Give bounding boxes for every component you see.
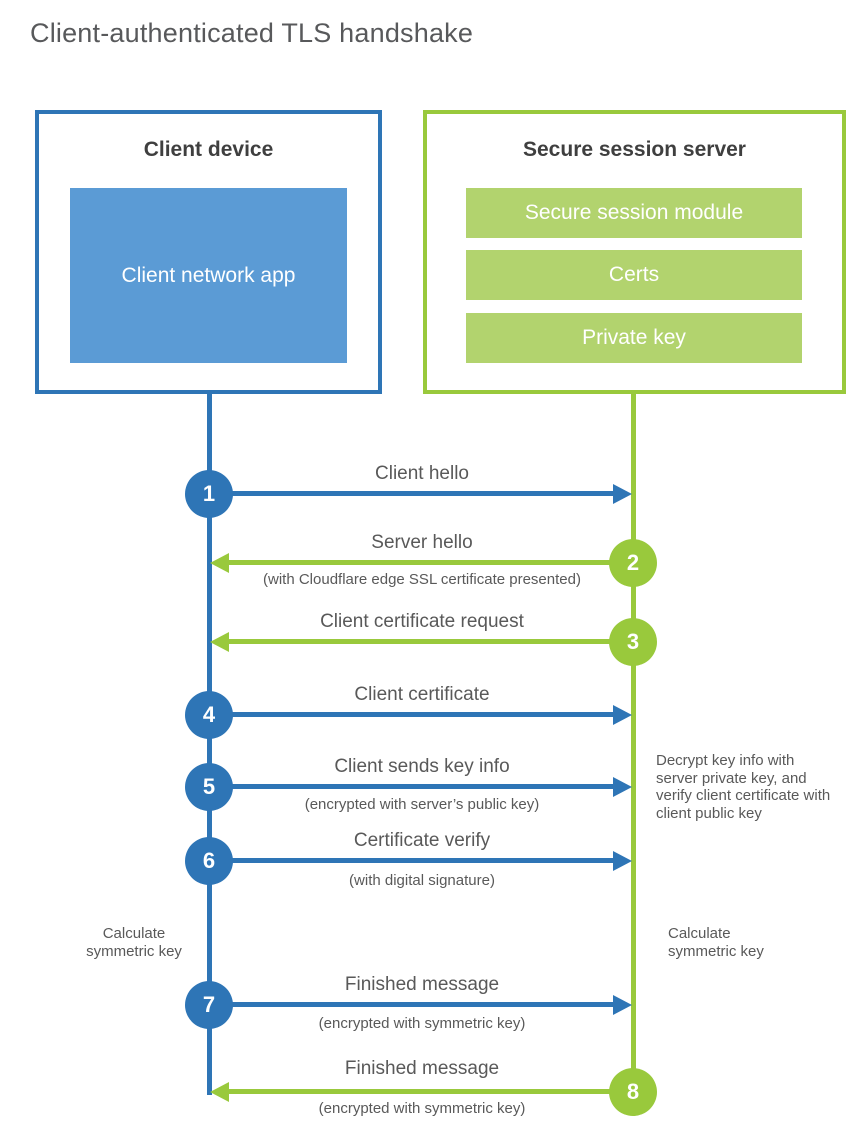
arrow-right-icon — [613, 484, 632, 504]
step-badge-7: 7 — [185, 981, 233, 1029]
client-network-app-label: Client network app — [121, 264, 296, 287]
step-label: Client hello — [375, 463, 469, 484]
arrow-line — [209, 784, 613, 789]
arrow-left-icon — [210, 632, 229, 652]
client-network-app-box: Client network app — [70, 188, 347, 363]
page-title: Client-authenticated TLS handshake — [30, 18, 474, 48]
step-number: 7 — [202, 992, 216, 1017]
step-number: 6 — [202, 848, 216, 873]
step-badge-6: 6 — [185, 837, 233, 885]
step-number: 4 — [202, 702, 216, 727]
arrow-line — [229, 639, 633, 644]
arrow-line — [209, 858, 613, 863]
step-sublabel: (with digital signature) — [349, 872, 495, 889]
server-module-private-key: Private key — [466, 313, 802, 363]
arrow-line — [209, 1002, 613, 1007]
arrow-right-icon — [613, 777, 632, 797]
step-sublabel: (encrypted with symmetric key) — [318, 1100, 526, 1117]
step-label: Server hello — [371, 532, 473, 553]
step-badge-8: 8 — [609, 1068, 657, 1116]
step-label: Finished message — [344, 974, 500, 995]
arrow-line — [229, 1089, 633, 1094]
step-label: Client sends key info — [334, 756, 510, 777]
step-label: Finished message — [344, 1058, 500, 1079]
arrow-right-icon — [613, 705, 632, 725]
client-device-title: Client device — [143, 138, 274, 161]
step-label: Certificate verify — [353, 830, 491, 851]
decrypt-key-note: Decrypt key info with server private key… — [656, 752, 831, 822]
secure-session-server-title: Secure session server — [523, 138, 746, 161]
step-number: 1 — [202, 481, 216, 506]
step-number: 3 — [626, 629, 640, 654]
client-lifeline — [207, 394, 212, 1095]
step-badge-5: 5 — [185, 763, 233, 811]
arrow-left-icon — [210, 553, 229, 573]
arrow-left-icon — [210, 1082, 229, 1102]
step-sublabel: (encrypted with server’s public key) — [304, 796, 540, 813]
step-number: 2 — [626, 550, 640, 575]
calculate-symmetric-key-note-server: Calculate symmetric key — [668, 925, 764, 960]
arrow-right-icon — [613, 851, 632, 871]
step-badge-4: 4 — [185, 691, 233, 739]
step-badge-1: 1 — [185, 470, 233, 518]
arrow-right-icon — [613, 995, 632, 1015]
step-number: 8 — [626, 1079, 640, 1104]
step-sublabel: (encrypted with symmetric key) — [318, 1015, 526, 1032]
client-device-box: Client device Client network app — [35, 110, 382, 394]
arrow-line — [229, 560, 633, 565]
arrow-line — [209, 712, 613, 717]
step-sublabel: (with Cloudflare edge SSL certificate pr… — [263, 571, 581, 588]
server-module-certs: Certs — [466, 250, 802, 300]
server-module-secure-session: Secure session module — [466, 188, 802, 238]
step-label: Client certificate — [354, 684, 490, 705]
step-number: 5 — [202, 774, 216, 799]
server-lifeline — [631, 394, 636, 1070]
secure-session-server-box: Secure session server Secure session mod… — [423, 110, 846, 394]
step-label: Client certificate request — [320, 611, 524, 632]
calculate-symmetric-key-note-client: Calculate symmetric key — [86, 925, 182, 960]
step-badge-2: 2 — [609, 539, 657, 587]
step-badge-3: 3 — [609, 618, 657, 666]
arrow-line — [209, 491, 613, 496]
